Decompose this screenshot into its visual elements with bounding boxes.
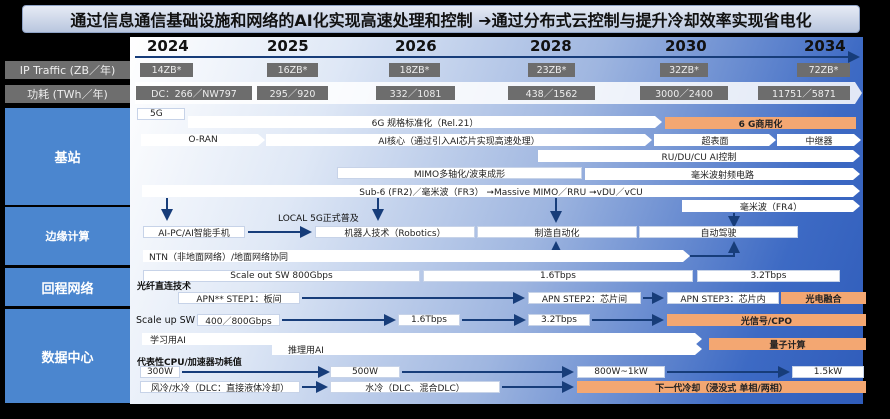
next-gen-cooling-box: 下一代冷却（浸没式 单相/两相） bbox=[577, 381, 866, 394]
sub6-box: Sub-6 (FR2)／毫米波（FR3） ➞Massive MIMO／RRU ➞… bbox=[142, 185, 860, 197]
robotics-box: 机器人技术（Robotics） bbox=[315, 226, 475, 239]
factory-automation-box: 制造自动化 bbox=[477, 226, 637, 239]
ai-pc-box: AI-PC/AI智能手机 bbox=[143, 226, 245, 239]
ip-2028: 23ZB* bbox=[528, 63, 575, 77]
year-2024: 2024 bbox=[147, 37, 189, 55]
power-2034: 11751／5871 bbox=[758, 86, 850, 100]
w1500-box: 1.5kW bbox=[792, 366, 864, 378]
apn-step2-box: APN STEP2：芯片间 bbox=[528, 292, 641, 305]
datacenter-label: 数据中心 bbox=[5, 309, 130, 403]
ip-2030: 32ZB* bbox=[660, 63, 708, 77]
water-cooling-box: 水冷（DLC、混合DLC） bbox=[330, 381, 500, 394]
metasurface-box: 超表面 bbox=[654, 134, 776, 146]
scaleout-800g-box: Scale out SW 800Gbps bbox=[143, 270, 420, 282]
scaleup-400-box: 400／800Gbps bbox=[197, 314, 280, 327]
scaleup-1.6t-box: 1.6Tbps bbox=[398, 314, 460, 326]
training-ai-box: 学习用AI bbox=[142, 333, 702, 345]
mmwave-fr4-box: 毫米波（FR4） bbox=[682, 200, 860, 212]
edge-computing-label: 边缘计算 bbox=[5, 207, 130, 265]
mimo-box: MIMO多轴化/波束成形 bbox=[337, 167, 582, 180]
power-2024: DC：266／NW797 bbox=[136, 86, 252, 100]
power-2025: 295／920 bbox=[257, 86, 328, 100]
scaleup-3.2t-box: 3.2Tbps bbox=[528, 314, 590, 326]
w500-box: 500W bbox=[330, 366, 400, 378]
air-water-cooling-box: 风冷/水冷（DLC：直接液体冷却） bbox=[140, 381, 300, 394]
year-2025: 2025 bbox=[267, 37, 309, 55]
page-title: 通过信息通信基础设施和网络的AI化实现高速处理和控制 ➔通过分布式云控制与提升冷… bbox=[22, 5, 860, 33]
power-2026: 332／1081 bbox=[376, 86, 455, 100]
local5g-text: LOCAL 5G正式普及 bbox=[278, 214, 359, 224]
backhaul-1.6t-box: 1.6Tbps bbox=[423, 270, 693, 282]
arrows bbox=[161, 198, 790, 393]
ai-core-box: AI核心（通过引入AI芯片实现高速处理） bbox=[266, 134, 652, 146]
w800-box: 800W~1kW bbox=[577, 366, 665, 378]
ip-traffic-label: IP Traffic (ZB／年) bbox=[5, 61, 130, 79]
power-2028: 438／1562 bbox=[508, 86, 595, 100]
apn-step3-box: APN STEP3：芯片内 bbox=[667, 292, 779, 305]
autonomous-driving-box: 自动驾驶 bbox=[639, 226, 798, 239]
cpu-power-label: 代表性CPU/加速器功耗值 bbox=[137, 358, 242, 368]
year-2026: 2026 bbox=[395, 37, 437, 55]
scaleup-label: Scale up SW bbox=[136, 315, 196, 326]
backhaul-3.2t-box: 3.2Tbps bbox=[697, 270, 840, 282]
base-station-label: 基站 bbox=[5, 108, 130, 205]
quantum-box: 量子计算 bbox=[709, 338, 866, 351]
oran-box: O-RAN bbox=[141, 134, 265, 146]
year-2034: 2034 bbox=[804, 37, 846, 55]
ip-2025: 16ZB* bbox=[267, 63, 318, 77]
ru-du-cu-box: RU/DU/CU AI控制 bbox=[538, 150, 860, 162]
optoelectronic-box: 光电融合 bbox=[781, 292, 866, 305]
power-label: 功耗 (TWh／年) bbox=[5, 85, 130, 103]
power-2030: 3000／2400 bbox=[640, 86, 728, 100]
relay-box: 中继器 bbox=[777, 134, 861, 146]
6g-standard-box: 6G 规格标准化（Rel.21） bbox=[188, 116, 662, 128]
mmwave-rf-box: 毫米波射频电路 bbox=[585, 168, 860, 180]
ntn-box: NTN（非地面网络）/地面网络协同 bbox=[143, 250, 690, 262]
5g-box: 5G bbox=[137, 108, 185, 120]
year-2028: 2028 bbox=[530, 37, 572, 55]
ip-2026: 18ZB* bbox=[389, 63, 440, 77]
ip-2024: 14ZB* bbox=[140, 63, 193, 77]
year-2030: 2030 bbox=[665, 37, 707, 55]
cpo-box: 光信号/CPO bbox=[667, 314, 866, 327]
apn-step1-box: APN** STEP1：板间 bbox=[178, 292, 300, 305]
6g-commercial-box: 6 G商用化 bbox=[665, 117, 856, 130]
inference-ai-box: 推理用AI bbox=[272, 343, 702, 355]
fiber-label: 光纤直连技术 bbox=[137, 282, 192, 292]
w300-box: 300W bbox=[140, 366, 180, 378]
backhaul-label: 回程网络 bbox=[5, 268, 130, 306]
ip-2034: 72ZB* bbox=[797, 63, 850, 77]
